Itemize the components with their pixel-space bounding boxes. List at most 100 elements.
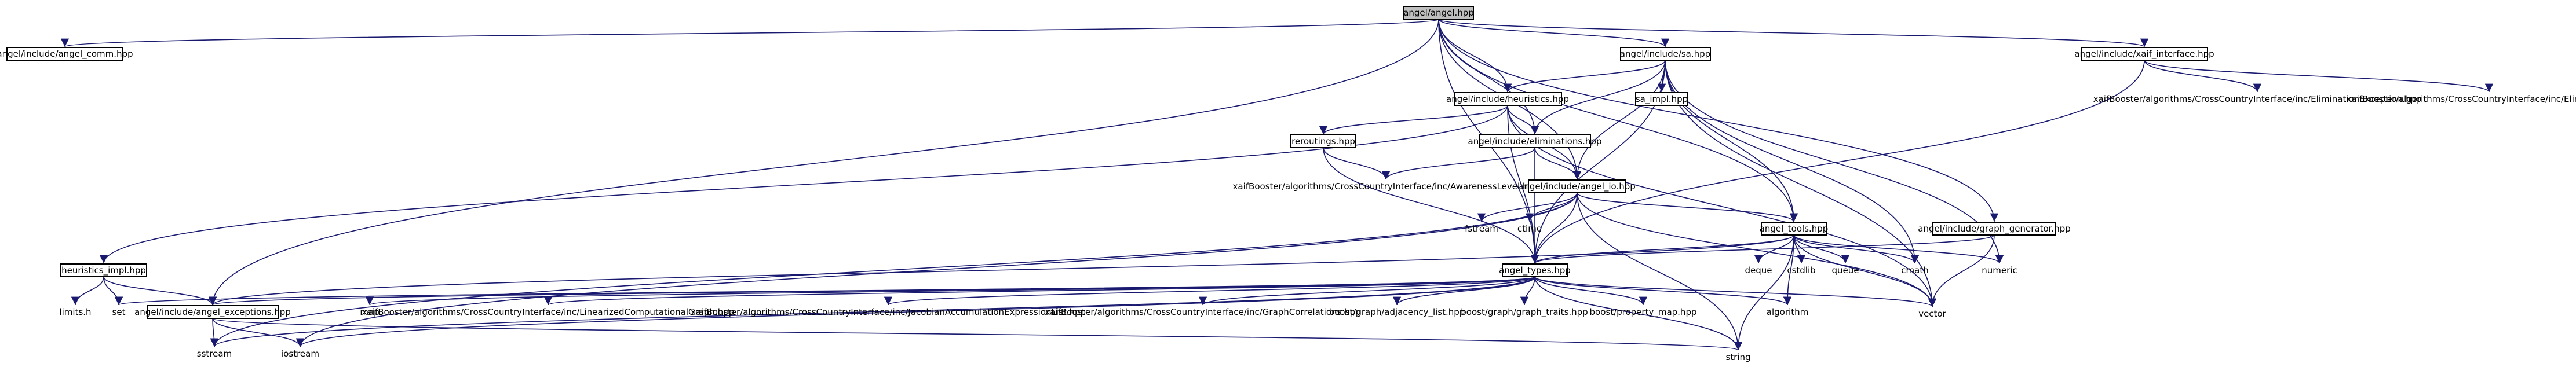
edge-io-ctime (1525, 192, 1578, 222)
node-awareness-level-hpp[interactable]: xaifBooster/algorithms/CrossCountryInter… (1233, 181, 1539, 192)
edge-tools-deque (1754, 234, 1794, 264)
node-sa-hpp[interactable]: angel/include/sa.hpp (1620, 47, 1711, 61)
edge-exc-sstream (210, 318, 219, 347)
edge-io-string (1577, 192, 1743, 351)
edge-himpl-exc (103, 276, 217, 306)
edge-tools-queue (1793, 234, 1850, 264)
edge-root-exc (208, 19, 1439, 306)
edge-heur-rerout (1319, 105, 1508, 135)
node-queue[interactable]: queue (1832, 265, 1859, 276)
node-sa-impl-hpp[interactable]: sa_impl.hpp (1635, 92, 1688, 106)
node-cstdlib[interactable]: cstdlib (1787, 265, 1815, 276)
node-heuristics-hpp[interactable]: angel/include/heuristics.hpp (1446, 92, 1569, 106)
node-cmath[interactable]: cmath (1901, 265, 1928, 276)
edges (61, 19, 2493, 351)
edge-elims-io (1534, 147, 1582, 180)
edge-sa-elims (1530, 60, 1666, 135)
node-fstream[interactable]: fstream (1465, 223, 1498, 234)
edge-rerout-types (1323, 147, 1539, 264)
node-iostream[interactable]: iostream (281, 348, 319, 359)
node-limits-h[interactable]: limits.h (59, 307, 91, 317)
edge-tools-exc (209, 234, 1794, 306)
edge-types-lin (544, 276, 1535, 306)
edge-io-tools (1577, 192, 1798, 222)
node-string[interactable]: string (1725, 352, 1750, 362)
node-graph-traits-hpp[interactable]: boost/graph/graph_traits.hpp (1461, 307, 1588, 318)
nodes: angel/angel.hpp angel/include/angel_comm… (0, 6, 2576, 362)
edge-root-xaif (1438, 19, 2148, 47)
node-sstream[interactable]: sstream (197, 348, 232, 359)
node-ctime[interactable]: ctime (1517, 223, 1542, 234)
node-label: angel/angel.hpp (1403, 8, 1474, 18)
node-label: angel/include/angel_comm.hpp (0, 49, 133, 60)
edge-types-adj (1392, 276, 1535, 306)
edge-heur-himpl (100, 105, 1508, 264)
node-label: angel_tools.hpp (1760, 223, 1829, 234)
edge-types-algo (1534, 276, 1791, 306)
edge-root-angel_comm (61, 19, 1439, 47)
edge-elims-aware (1381, 147, 1535, 180)
edge-sa-tools (1665, 60, 1798, 222)
edge-sa-types (1530, 60, 1666, 264)
edge-xaif-elim (2144, 60, 2493, 93)
node-label: reroutings.hpp (1291, 136, 1355, 146)
node-label: angel/include/graph_generator.hpp (1918, 223, 2071, 234)
node-linearized-computational-graph-hpp[interactable]: xaifBooster/algorithms/CrossCountryInter… (362, 307, 735, 317)
node-angel-tools-hpp[interactable]: angel_tools.hpp (1760, 222, 1829, 236)
node-heuristics-impl-hpp[interactable]: heuristics_impl.hpp (60, 263, 147, 277)
node-angel-comm-hpp[interactable]: angel/include/angel_comm.hpp (0, 47, 133, 61)
node-property-map-hpp[interactable]: boost/property_map.hpp (1590, 307, 1697, 318)
node-angel-exceptions-hpp[interactable]: angel/include/angel_exceptions.hpp (134, 305, 291, 319)
edge-root-sa (1438, 19, 1669, 47)
edge-io-sstream (210, 192, 1578, 347)
node-adjacency-list-hpp[interactable]: boost/graph/adjacency_list.hpp (1329, 307, 1465, 318)
node-set[interactable]: set (112, 307, 126, 317)
node-numeric[interactable]: numeric (1982, 265, 2017, 276)
edge-tools-vector (1793, 234, 1937, 307)
edge-exc-string (212, 318, 1742, 351)
node-map[interactable]: map (360, 307, 379, 317)
node-eliminations-hpp[interactable]: angel/include/eliminations.hpp (1468, 134, 1602, 148)
node-graph-generator-hpp[interactable]: angel/include/graph_generator.hpp (1918, 222, 2071, 236)
edge-io-iostream (296, 192, 1578, 347)
node-label: sa_impl.hpp (1636, 94, 1688, 105)
edge-sa-heur (1503, 60, 1666, 93)
node-label: angel/include/eliminations.hpp (1468, 136, 1602, 146)
edge-types-iostream (296, 276, 1535, 347)
node-elimination-hpp[interactable]: xaifBooster/algorithms/CrossCountryInter… (2347, 94, 2576, 104)
edge-exc-iostream (212, 318, 305, 347)
edge-types-gtr (1520, 276, 1535, 306)
node-label: angel_types.hpp (1499, 265, 1571, 276)
edge-sa-io (1572, 60, 1666, 180)
edge-xaif-elimexc (2144, 60, 2262, 93)
node-elimination-exception-hpp[interactable]: xaifBooster/algorithms/CrossCountryInter… (2093, 94, 2422, 104)
node-jacobian-accumulation-expression-list-hpp[interactable]: xaifBooster/algorithms/CrossCountryInter… (691, 307, 1086, 317)
node-angel-types-hpp[interactable]: angel_types.hpp (1499, 263, 1571, 277)
edge-xaif-types (1530, 60, 2145, 264)
edge-himpl-set (103, 276, 123, 306)
node-label: angel/include/angel_io.hpp (1519, 181, 1636, 192)
edge-heur-types (1507, 105, 1539, 264)
edge-types-jac (884, 276, 1535, 306)
node-label: angel/include/xaif_interface.hpp (2074, 49, 2214, 60)
node-angel-io-hpp[interactable]: angel/include/angel_io.hpp (1519, 179, 1636, 193)
node-reroutings-hpp[interactable]: reroutings.hpp (1290, 134, 1356, 148)
node-xaif-interface-hpp[interactable]: angel/include/xaif_interface.hpp (2074, 47, 2214, 61)
edge-types-gcorr (1199, 276, 1535, 306)
edge-types-set (115, 276, 1535, 306)
edge-rerout-aware (1323, 147, 1391, 180)
edge-himpl-limits (71, 276, 104, 306)
edge-ggen-vector (1928, 234, 1995, 307)
node-vector[interactable]: vector (1918, 309, 1946, 319)
node-deque[interactable]: deque (1745, 265, 1772, 276)
edge-tools-numeric (1793, 234, 2004, 264)
node-angel-hpp[interactable]: angel/angel.hpp (1403, 6, 1474, 20)
node-graph-correlations-hpp[interactable]: xaifBooster/algorithms/CrossCountryInter… (1045, 307, 1360, 317)
edge-io-fstream (1477, 192, 1578, 222)
node-label: angel/include/sa.hpp (1620, 49, 1710, 59)
node-label: angel/include/heuristics.hpp (1446, 94, 1569, 104)
node-algorithm[interactable]: algorithm (1767, 307, 1808, 317)
edge-types-pmap (1534, 276, 1648, 306)
edge-tools-cmath (1793, 234, 1920, 264)
